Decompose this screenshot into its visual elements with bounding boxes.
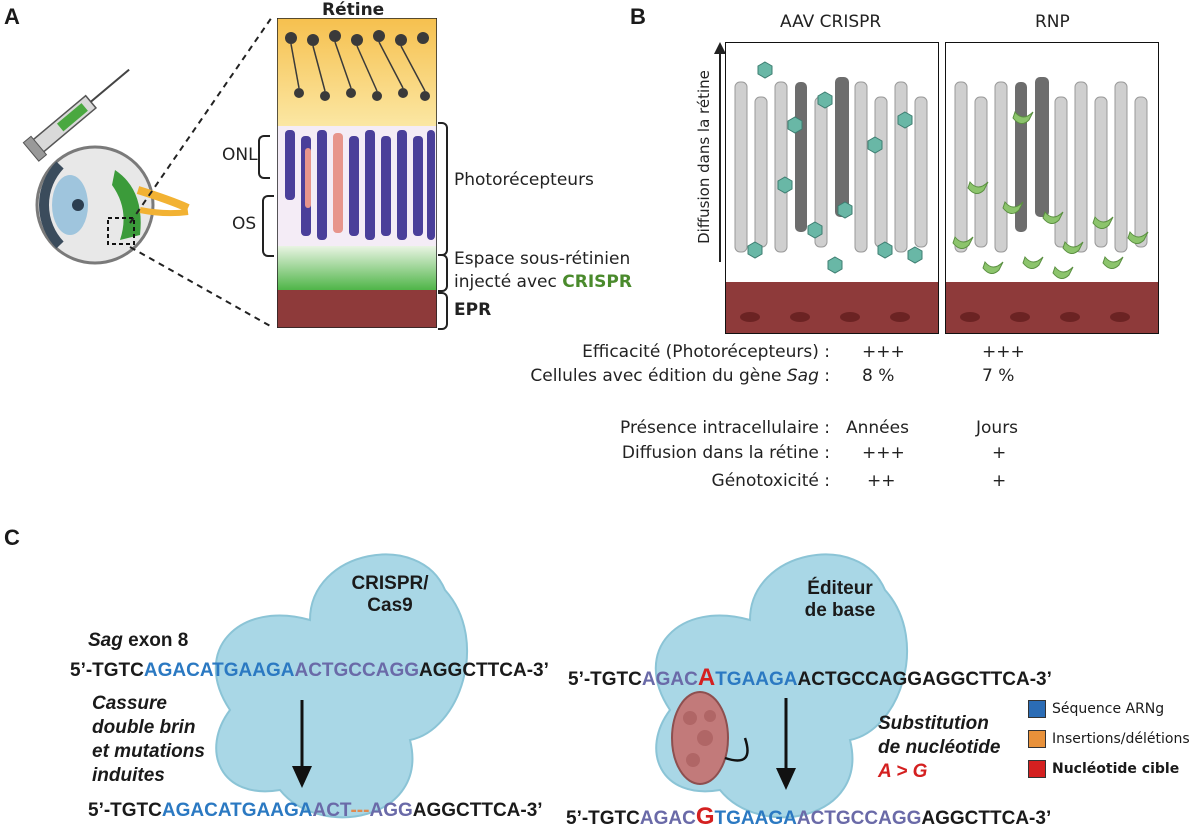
rnp-retina-box bbox=[945, 42, 1159, 334]
seq2-target-nucleotide: A bbox=[697, 664, 716, 691]
crispr-cas9-cloud bbox=[214, 553, 469, 819]
seq2r-suffix: AGGCTTCA-3’ bbox=[921, 808, 1052, 829]
legend-item-indels: Insertions/délétions bbox=[1028, 724, 1190, 754]
legend-swatch-blue bbox=[1028, 700, 1046, 718]
legend: Séquence ARNg Insertions/délétions Nuclé… bbox=[1028, 694, 1190, 784]
seq2r-prefix: 5’-TGTC bbox=[566, 808, 640, 829]
seq2r-guide-c: ACTGCCAGG bbox=[796, 808, 922, 829]
panel-c-letter: C bbox=[4, 525, 20, 550]
panel-a-letter: A bbox=[4, 4, 20, 29]
subretinal-crispr-label: CRISPR bbox=[562, 272, 632, 292]
gene-name: Sag bbox=[88, 630, 123, 651]
crispr-sequence-original: 5’-TGTCAGACATGAAGAACTGCCAGGAGGCTTCA-3’ bbox=[70, 660, 549, 682]
seq1r-suffix: AGGCTTCA-3’ bbox=[412, 800, 543, 821]
seq1r-prefix: 5’-TGTC bbox=[88, 800, 162, 821]
os-bracket bbox=[262, 195, 274, 257]
cut-line1: Cassure bbox=[92, 693, 167, 714]
subretinal-label-line1: Espace sous-rétinien bbox=[454, 249, 631, 269]
seq2-guide-a: AGAC bbox=[641, 669, 698, 690]
seq2-suffix: ACTGCCAGGAGGCTTCA-3’ bbox=[797, 669, 1052, 690]
crispr-sequence-result: 5’-TGTCAGACATGAAGAACT---AGGAGGCTTCA-3’ bbox=[88, 800, 543, 822]
row-genotox-rnp: + bbox=[992, 471, 1007, 491]
row-presence-rnp: Jours bbox=[976, 418, 1019, 438]
photoreceptors-bracket bbox=[438, 122, 448, 256]
crispr-down-arrow bbox=[292, 700, 312, 788]
crispr-cas9-label: CRISPR/Cas9 bbox=[350, 573, 430, 617]
row-sag-label-gene: Sag bbox=[786, 366, 819, 386]
row-presence-label: Présence intracellulaire : bbox=[620, 418, 830, 438]
cut-line4: induites bbox=[92, 765, 165, 786]
legend-swatch-red bbox=[1028, 760, 1046, 778]
row-genotox-label: Génotoxicité : bbox=[711, 471, 830, 491]
seq2-prefix: 5’-TGTC bbox=[568, 669, 642, 690]
aav-crispr-retina-box bbox=[725, 42, 939, 334]
row-sag-label-suffix: : bbox=[818, 366, 830, 386]
subretinal-bracket bbox=[438, 254, 448, 292]
row-diffusion-aav: +++ bbox=[862, 443, 905, 463]
diffusion-axis-arrow bbox=[714, 42, 726, 262]
panel-b-letter: B bbox=[630, 4, 646, 29]
substitution-label: Substitution de nucléotide A > G bbox=[878, 712, 1000, 784]
seq2r-guide-a: AGAC bbox=[639, 808, 696, 829]
row-diffusion-rnp: + bbox=[992, 443, 1007, 463]
row-genotox-aav: ++ bbox=[867, 471, 896, 491]
row-sag-label: Cellules avec édition du gène Sag : bbox=[500, 366, 830, 386]
seq1-prefix: 5’-TGTC bbox=[70, 660, 144, 681]
legend-item-target-nucleotide: Nucléotide cible bbox=[1028, 754, 1190, 784]
seq1-guide-b: ACTGCCAGG bbox=[294, 660, 420, 681]
epr-bracket bbox=[438, 292, 448, 330]
base-editor-sequence-original: 5’-TGTCAGACATGAAGAACTGCCAGGAGGCTTCA-3’ bbox=[568, 664, 1052, 692]
seq1r-guide-b: ACT bbox=[312, 800, 351, 821]
base-editor-down-arrow bbox=[776, 698, 796, 790]
seq2r-guide-b: TGAAGA bbox=[714, 808, 797, 829]
subst-line3: A > G bbox=[878, 761, 928, 782]
diffusion-axis-label: Diffusion dans la rétine bbox=[695, 70, 713, 244]
seq2-guide-b: TGAAGA bbox=[715, 669, 798, 690]
row-efficacite-aav: +++ bbox=[862, 342, 905, 362]
subretinal-label-line2: injecté avec bbox=[454, 272, 557, 292]
gene-label: Sag exon 8 bbox=[88, 630, 188, 652]
crispr-cas9-label-line2: Cas9 bbox=[367, 595, 413, 616]
retina-layers-illustration bbox=[277, 18, 437, 328]
row-efficacite-rnp: +++ bbox=[982, 342, 1025, 362]
aav-crispr-column-title: AAV CRISPR bbox=[780, 12, 882, 32]
epr-label: EPR bbox=[454, 300, 492, 320]
seq1r-indel: --- bbox=[350, 800, 370, 821]
cut-line2: double brin bbox=[92, 717, 196, 738]
crispr-cas9-label-line1: CRISPR/ bbox=[351, 573, 429, 594]
retina-title: Rétine bbox=[322, 0, 385, 20]
legend-item-guide-rna: Séquence ARNg bbox=[1028, 694, 1190, 724]
photoreceptors-label: Photorécepteurs bbox=[454, 170, 594, 190]
row-presence-aav: Années bbox=[846, 418, 909, 438]
eye-injection-illustration bbox=[22, 68, 190, 265]
os-label: OS bbox=[232, 214, 257, 234]
gene-exon: exon 8 bbox=[122, 630, 189, 651]
rnp-column-title: RNP bbox=[1035, 12, 1070, 32]
row-sag-aav: 8 % bbox=[862, 366, 895, 386]
base-editor-label-line2: de base bbox=[804, 600, 876, 621]
seq2r-edited-nucleotide: G bbox=[695, 803, 715, 830]
subst-line1: Substitution bbox=[878, 713, 989, 734]
cut-line3: et mutations bbox=[92, 741, 205, 762]
row-sag-rnp: 7 % bbox=[982, 366, 1015, 386]
double-strand-break-label: Cassure double brin et mutations induites bbox=[92, 692, 205, 788]
base-editor-sequence-result: 5’-TGTCAGACGTGAAGAACTGCCAGGAGGCTTCA-3’ bbox=[566, 803, 1051, 831]
onl-label: ONL bbox=[222, 145, 258, 165]
zoom-lines bbox=[129, 16, 273, 328]
seq1r-guide-a: AGACATGAAGA bbox=[161, 800, 313, 821]
row-efficacite-label: Efficacité (Photorécepteurs) : bbox=[582, 342, 830, 362]
onl-bracket bbox=[258, 135, 270, 179]
subst-line2: de nucléotide bbox=[878, 737, 1001, 758]
row-diffusion-label: Diffusion dans la rétine : bbox=[621, 443, 830, 463]
legend-swatch-orange bbox=[1028, 730, 1046, 748]
seq1-suffix: AGGCTTCA-3’ bbox=[419, 660, 549, 681]
seq1r-guide-c: AGG bbox=[369, 800, 413, 821]
base-editor-label-line1: Éditeur bbox=[807, 578, 873, 599]
seq1-guide-a: AGACATGAAGA bbox=[143, 660, 295, 681]
row-sag-label-prefix: Cellules avec édition du gène bbox=[530, 366, 787, 386]
deaminase-enzyme bbox=[671, 691, 749, 785]
